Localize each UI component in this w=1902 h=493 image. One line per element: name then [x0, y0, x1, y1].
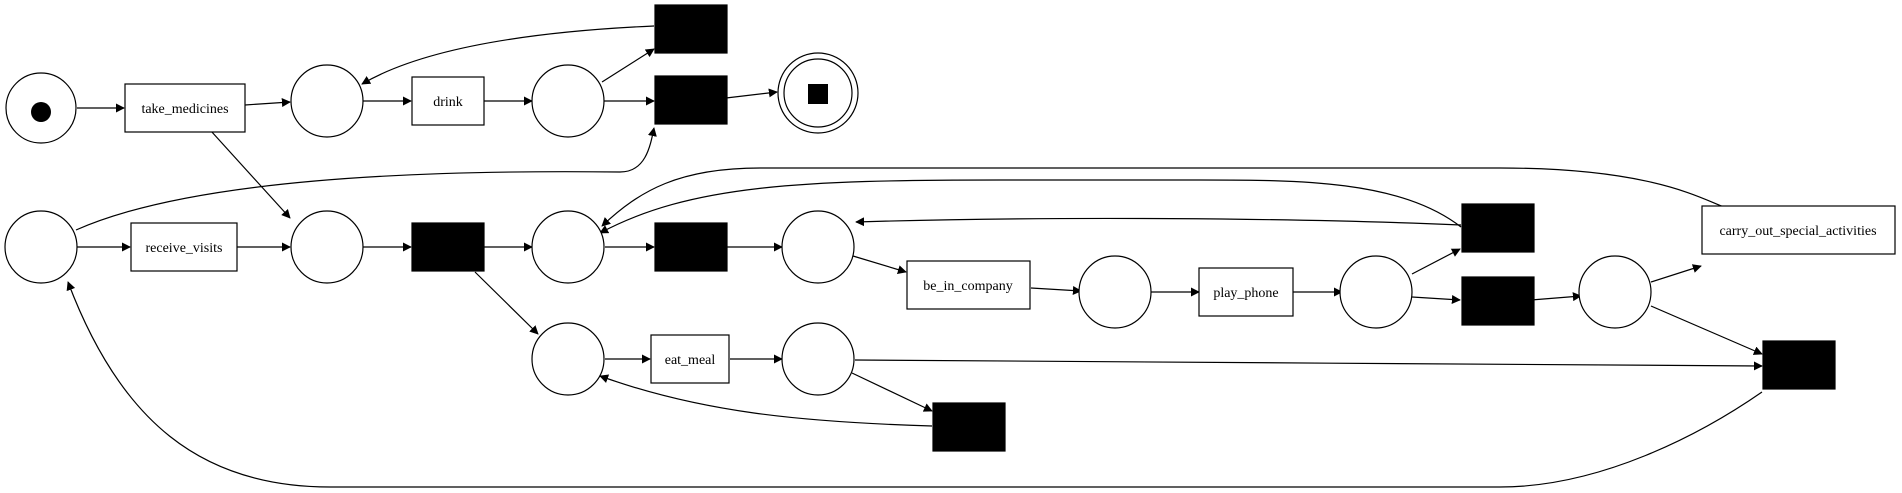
silent-transition: [654, 4, 728, 54]
silent-transition: [1762, 340, 1836, 390]
end-marker-icon: [808, 84, 828, 104]
arc: [1030, 286, 1082, 296]
arc: [1650, 264, 1702, 283]
token-icon: [31, 102, 51, 122]
arc: [599, 374, 933, 427]
place: [531, 322, 605, 396]
arc: [1530, 292, 1582, 302]
arc: [66, 281, 1763, 488]
transition-carry-out-special-activities: [1701, 205, 1896, 255]
transition-drink: [411, 76, 485, 126]
arc: [75, 127, 657, 231]
transition-label: receive_visits: [146, 241, 223, 256]
transition-label: take_medicines: [141, 102, 228, 117]
places: [4, 52, 1652, 396]
arc: [1650, 305, 1763, 355]
arc: [851, 372, 933, 412]
arc: [361, 25, 655, 85]
arc: [855, 217, 1462, 227]
silent-transition: [411, 222, 485, 272]
place: [531, 64, 605, 138]
silent-transitions: [411, 4, 1836, 452]
labelled-transitions: take_medicines drink receive_visits eat_…: [124, 76, 1896, 384]
transition-take-medicines: [124, 83, 246, 133]
arc: [1411, 248, 1461, 275]
arc: [725, 88, 778, 99]
transition-label: play_phone: [1213, 286, 1278, 301]
arc: [852, 255, 907, 274]
transition-label: be_in_company: [923, 279, 1012, 294]
arc: [244, 98, 291, 108]
silent-transition: [1461, 203, 1535, 253]
arc: [1411, 295, 1461, 304]
silent-transition: [1461, 276, 1535, 326]
place: [290, 64, 364, 138]
place: [531, 210, 605, 284]
place: [4, 210, 78, 284]
transition-eat-meal: [650, 334, 730, 384]
place: [290, 210, 364, 284]
transition-label: eat_meal: [665, 353, 716, 368]
arc: [601, 167, 1725, 227]
silent-transition: [654, 222, 728, 272]
arc: [854, 359, 1763, 371]
place: [1339, 255, 1413, 329]
place: [1078, 255, 1152, 329]
arc: [601, 48, 655, 83]
transition-be-in-company: [906, 260, 1031, 310]
arc: [210, 130, 291, 219]
place: [781, 210, 855, 284]
arcs: [66, 25, 1763, 488]
transition-play-phone: [1198, 267, 1294, 317]
place: [1578, 255, 1652, 329]
transition-label: drink: [433, 95, 463, 110]
transition-label: carry_out_special_activities: [1719, 224, 1876, 239]
silent-transition: [654, 75, 728, 125]
place: [781, 322, 855, 396]
arc: [599, 179, 1462, 234]
arc: [474, 271, 539, 335]
silent-transition: [932, 402, 1006, 452]
transition-receive-visits: [130, 222, 238, 272]
